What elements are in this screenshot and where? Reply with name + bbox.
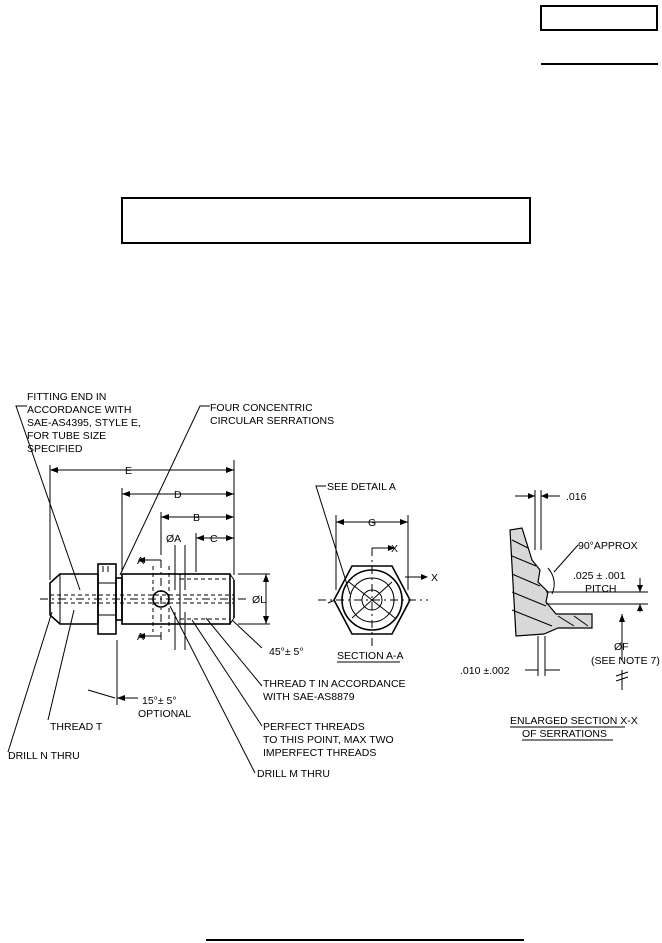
thread-accord-line-2: WITH SAE-AS8879 xyxy=(263,691,355,703)
dim-d-label: D xyxy=(174,489,182,501)
section-a-a xyxy=(315,485,428,663)
title-box xyxy=(121,197,531,244)
section-a-top-label: A xyxy=(137,555,144,567)
fitting-end-line-2: ACCORDANCE WITH xyxy=(27,404,131,416)
serrations-line-2: CIRCULAR SERRATIONS xyxy=(210,415,334,427)
chamfer-label: 45°± 5° xyxy=(269,646,304,658)
header-box xyxy=(540,5,658,31)
perfect-threads-line-2: TO THIS POINT, MAX TWO xyxy=(263,734,394,746)
dimensions xyxy=(49,460,270,705)
dim-016-label: .016 xyxy=(566,491,587,503)
x-right-label: X xyxy=(431,572,438,584)
label-fitting-end: FITTING END IN ACCORDANCE WITH SAE-AS439… xyxy=(27,391,141,455)
serrations-line-1: FOUR CONCENTRIC xyxy=(210,402,313,414)
angle-15-line-1: 15°± 5° xyxy=(142,695,177,707)
dim-c-label: C xyxy=(210,533,218,545)
see-note-label: (SEE NOTE 7) xyxy=(591,655,660,667)
label-serrations: FOUR CONCENTRIC CIRCULAR SERRATIONS xyxy=(210,402,334,427)
section-a-bottom-label: A xyxy=(137,631,144,643)
pitch-label: PITCH xyxy=(585,583,617,595)
side-view xyxy=(40,557,248,640)
header-rule xyxy=(541,63,658,65)
fitting-end-line-1: FITTING END IN xyxy=(27,391,106,403)
perfect-threads-line-3: IMPERFECT THREADS xyxy=(263,747,376,759)
dim-b-label: B xyxy=(193,512,200,524)
fitting-end-line-3: SAE-AS4395, STYLE E, xyxy=(27,417,141,429)
dim-010-label: .010 ±.002 xyxy=(460,665,510,677)
fitting-end-line-5: SPECIFIED xyxy=(27,443,83,455)
footer-rule xyxy=(206,939,524,941)
dia-f-label: ØF xyxy=(614,641,629,653)
x-top-label: X xyxy=(391,543,398,555)
perfect-threads-line-1: PERFECT THREADS xyxy=(263,721,365,733)
thread-t-label: THREAD T xyxy=(50,721,103,733)
dim-g-label: G xyxy=(368,517,376,529)
dim-e-label: E xyxy=(125,465,132,477)
angle-90-label: 90°APPROX xyxy=(578,540,638,552)
pitch-value-label: .025 ± .001 xyxy=(573,570,626,582)
dia-l-label: ØL xyxy=(252,594,266,606)
label-enlarged: ENLARGED SECTION X-X OF SERRATIONS xyxy=(510,715,638,740)
thread-accord-line-1: THREAD T IN ACCORDANCE xyxy=(263,678,406,690)
see-detail-label: SEE DETAIL A xyxy=(327,481,396,493)
angle-15-line-2: OPTIONAL xyxy=(138,708,191,720)
label-angle-15: 15°± 5° OPTIONAL xyxy=(138,695,191,720)
dia-a-label: ØA xyxy=(166,533,181,545)
enlarged-line-2: OF SERRATIONS xyxy=(522,728,607,740)
drill-n-label: DRILL N THRU xyxy=(8,750,80,762)
section-aa-title: SECTION A-A xyxy=(337,650,404,662)
leaders xyxy=(7,405,263,774)
drill-m-label: DRILL M THRU xyxy=(257,768,330,780)
fitting-end-line-4: FOR TUBE SIZE xyxy=(27,430,106,442)
enlarged-section xyxy=(509,490,648,741)
label-perfect-threads: PERFECT THREADS TO THIS POINT, MAX TWO I… xyxy=(263,721,394,759)
label-thread-accord: THREAD T IN ACCORDANCE WITH SAE-AS8879 xyxy=(263,678,406,703)
enlarged-line-1: ENLARGED SECTION X-X xyxy=(510,715,638,727)
